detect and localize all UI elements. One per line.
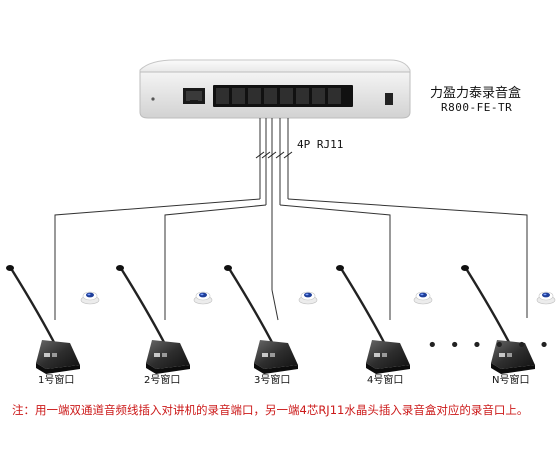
intercom-n (459, 263, 537, 376)
call-button-4 (413, 291, 433, 305)
call-button-2 (193, 291, 213, 305)
intercom-3 (222, 263, 300, 376)
call-button-3 (298, 291, 318, 305)
intercom-1 (4, 263, 82, 376)
ellipsis: • • • • • • (427, 335, 553, 356)
window-label-1: 1号窗口 (38, 375, 75, 386)
intercom-4 (334, 263, 412, 376)
window-label-n: N号窗口 (492, 375, 530, 386)
connector-label: 4P RJ11 (297, 138, 344, 151)
window-label-2: 2号窗口 (144, 375, 181, 386)
call-button-n (536, 291, 556, 305)
note-text: 注：用一端双通道音频线插入对讲机的录音端口，另一端4芯RJ11水晶头插入录音盒对… (12, 403, 529, 417)
wiring (54, 118, 528, 321)
call-button-1 (80, 291, 100, 305)
intercom-2 (114, 263, 192, 376)
window-label-3: 3号窗口 (254, 375, 291, 386)
window-label-4: 4号窗口 (367, 375, 404, 386)
device-title: 力盈力泰录音盒 (430, 86, 522, 101)
recorder-box (139, 59, 411, 119)
device-model: R800-FE-TR (441, 101, 513, 114)
